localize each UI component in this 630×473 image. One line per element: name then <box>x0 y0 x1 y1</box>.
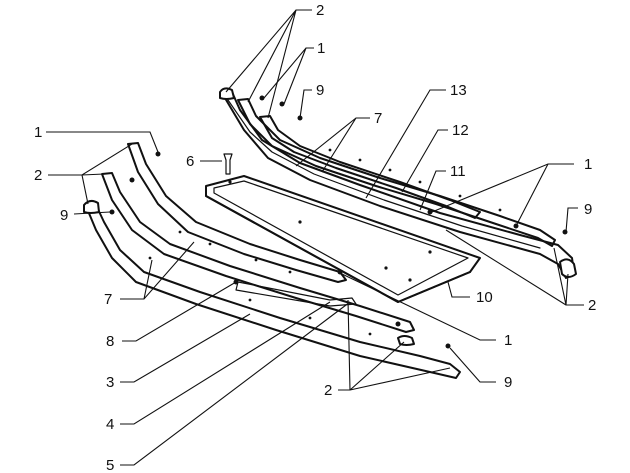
callout-11: 11 <box>450 163 466 180</box>
floor-panel <box>205 175 481 303</box>
screw-icon <box>109 209 115 215</box>
right-rail-end-cap-front <box>219 87 235 100</box>
screw-icon <box>155 151 161 157</box>
callout-3: 3 <box>106 374 114 391</box>
callout-5: 5 <box>106 457 114 473</box>
callout-2-left: 2 <box>34 167 42 184</box>
callout-6: 6 <box>186 153 194 170</box>
callout-9-top: 9 <box>316 82 324 99</box>
callout-1-left: 1 <box>34 124 42 141</box>
callout-13: 13 <box>450 82 467 99</box>
screw-part-6 <box>223 153 233 175</box>
right-rail-end-cap-back <box>559 258 577 278</box>
screw-icon <box>562 229 568 235</box>
right-rail-assembly <box>219 87 577 279</box>
callout-10: 10 <box>476 289 493 306</box>
screw-icon <box>129 177 135 183</box>
callout-1-bottom: 1 <box>504 332 512 349</box>
left-middle-rail <box>101 172 415 333</box>
callout-12: 12 <box>452 122 469 139</box>
callout-4: 4 <box>106 416 114 433</box>
leader-lines <box>46 9 584 466</box>
left-outer-rail <box>85 204 461 379</box>
callout-labels: 2 1 9 13 7 12 1 6 11 1 2 9 9 7 10 2 8 1 … <box>34 2 596 473</box>
screw-icon <box>259 95 265 101</box>
callout-8: 8 <box>106 333 114 350</box>
screw-icon <box>395 321 401 327</box>
left-rail-end-cap-front <box>83 199 100 214</box>
callout-1-top: 1 <box>317 40 325 57</box>
left-rail-assembly <box>83 142 461 379</box>
callout-9-right: 9 <box>584 201 592 218</box>
right-inner-rail <box>259 115 481 219</box>
left-rail-end-cap-back <box>397 335 415 346</box>
screw-icon <box>337 269 343 275</box>
callout-9-left: 9 <box>60 207 68 224</box>
callout-7-bottom: 7 <box>104 291 112 308</box>
callout-1-right: 1 <box>584 156 592 173</box>
callout-7-top: 7 <box>374 110 382 127</box>
right-middle-rail <box>237 98 556 247</box>
callout-2-top: 2 <box>316 2 324 19</box>
callout-2-bottom: 2 <box>324 382 332 399</box>
screw-icon <box>279 101 285 107</box>
screw-icon <box>445 343 451 349</box>
left-inner-rail <box>127 142 347 283</box>
screw-icon <box>427 209 433 215</box>
callout-9-bottom: 9 <box>504 374 512 391</box>
callout-2-right: 2 <box>588 297 596 314</box>
